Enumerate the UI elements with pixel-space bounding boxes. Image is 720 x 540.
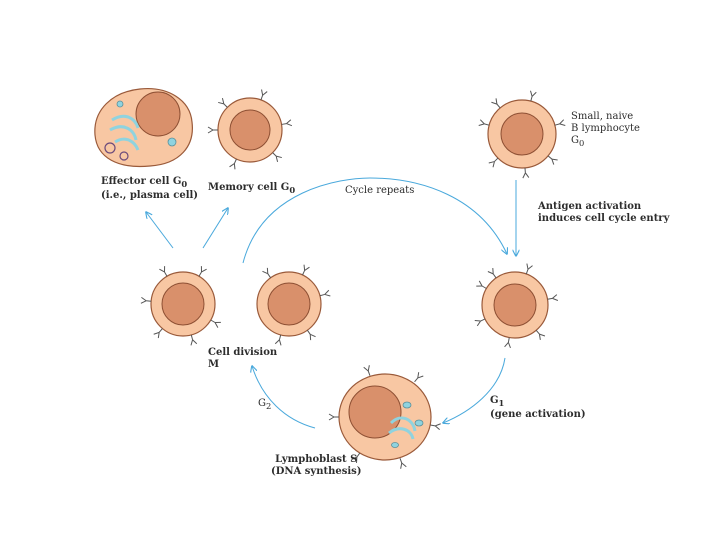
arrow-cycle-repeats [242,177,507,264]
arrow-to-effector [146,212,174,249]
g2-label: G2 [258,398,272,411]
lymphoblast-cell [328,364,442,470]
arrow-g2 [252,366,316,429]
memory-cell [207,89,293,170]
plasma-cell [94,88,193,168]
effector-cell-label: Effector cell G0 (i.e., plasma cell) [101,176,199,201]
naive-cell-label: Small, naive B lymphocyte G0 [571,111,640,148]
dividing-cell-right [256,264,331,346]
g1-label: G1 (gene activation) [490,395,586,420]
cycle-repeats-label: Cycle repeats [345,185,415,196]
cell-division-label: Cell division M [208,347,278,370]
lymphoblast-label: Lymphoblast S (DNA synthesis) [271,454,362,477]
arrow-g1 [443,357,506,423]
arrow-to-memory [202,208,228,249]
g1-cell [474,263,559,349]
antigen-activation-label: Antigen activation induces cell cycle en… [538,201,670,224]
dividing-cell-left [140,265,222,346]
memory-cell-label: Memory cell G0 [208,182,296,195]
naive-b-cell [478,90,566,179]
